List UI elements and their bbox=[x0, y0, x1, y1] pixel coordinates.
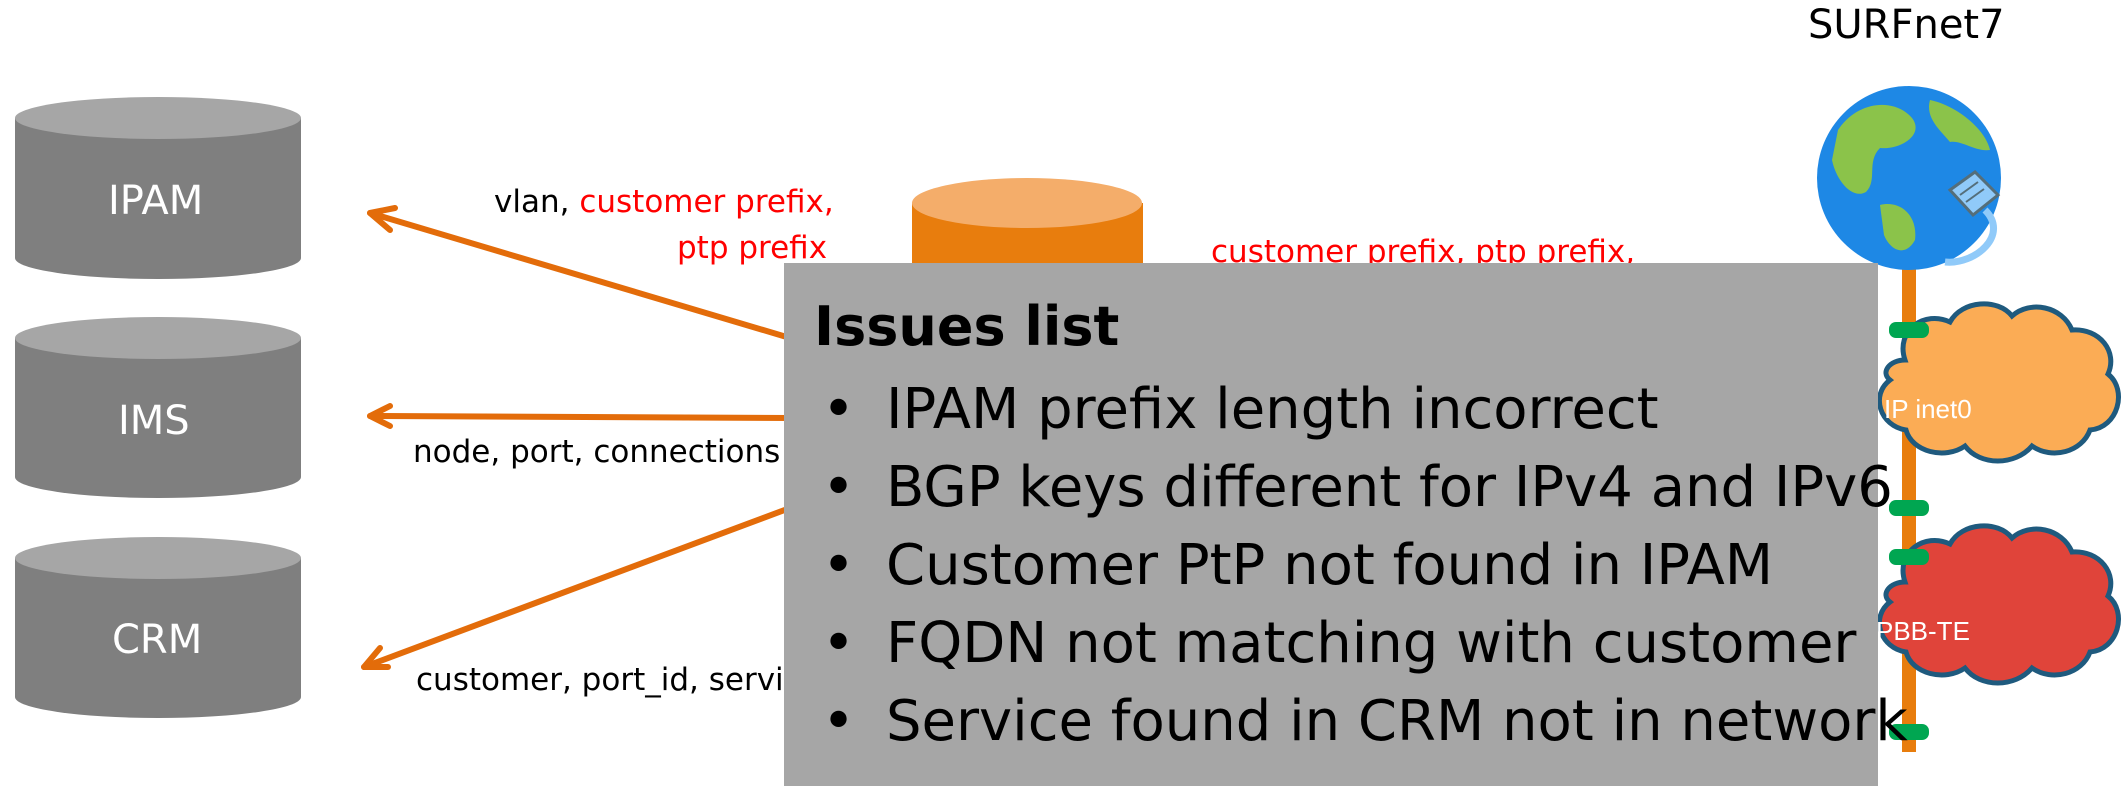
network-title: SURFnet7 bbox=[1808, 2, 2005, 48]
arrow-to-ims bbox=[367, 403, 793, 429]
issue-text: Service found in CRM not in network bbox=[886, 689, 1908, 754]
bullet: • bbox=[822, 689, 856, 754]
bullet: • bbox=[822, 611, 856, 676]
issues-title: Issues list bbox=[814, 295, 1120, 358]
bullet: • bbox=[822, 455, 856, 520]
crm-database bbox=[15, 537, 301, 718]
cloud-top-label: IP inet0 bbox=[1884, 394, 1972, 424]
cloud-ip-inet0 bbox=[1877, 301, 2121, 464]
cloud-pbb-te bbox=[1877, 523, 2121, 686]
ipam-database bbox=[15, 97, 301, 279]
ipam-label: IPAM bbox=[108, 178, 204, 224]
issue-text: BGP keys different for IPv4 and IPv6 bbox=[886, 455, 1893, 520]
connector-4 bbox=[1889, 724, 1929, 740]
crm-edge-label: customer, port_id, servic bbox=[416, 662, 801, 698]
ims-edge-label: node, port, connections bbox=[413, 434, 781, 470]
crm-label: CRM bbox=[112, 617, 203, 663]
ipam-edge-black: vlan, bbox=[494, 184, 570, 220]
connector-2 bbox=[1889, 500, 1929, 516]
issue-text: IPAM prefix length incorrect bbox=[886, 377, 1659, 442]
ipam-edge-red-1: customer prefix, bbox=[579, 184, 834, 220]
ipam-edge-label: vlan, customer prefix, bbox=[494, 184, 834, 220]
issue-text: Customer PtP not found in IPAM bbox=[886, 533, 1774, 598]
globe-icon bbox=[1817, 86, 2001, 270]
connector-1 bbox=[1889, 322, 1929, 338]
bullet: • bbox=[822, 377, 856, 442]
ims-label: IMS bbox=[118, 398, 190, 444]
ims-database bbox=[15, 317, 301, 498]
ipam-edge-red-2: ptp prefix bbox=[677, 230, 828, 266]
network-stack bbox=[1817, 86, 2121, 752]
issues-panel: Issues list • IPAM prefix length incorre… bbox=[784, 263, 1908, 786]
issue-text: FQDN not matching with customer bbox=[886, 611, 1857, 676]
arrow-to-crm bbox=[361, 505, 793, 670]
arrow-to-ipam bbox=[367, 205, 793, 341]
bullet: • bbox=[822, 533, 856, 598]
cloud-bottom-label: PBB-TE bbox=[1876, 616, 1970, 646]
connector-3 bbox=[1889, 549, 1929, 565]
